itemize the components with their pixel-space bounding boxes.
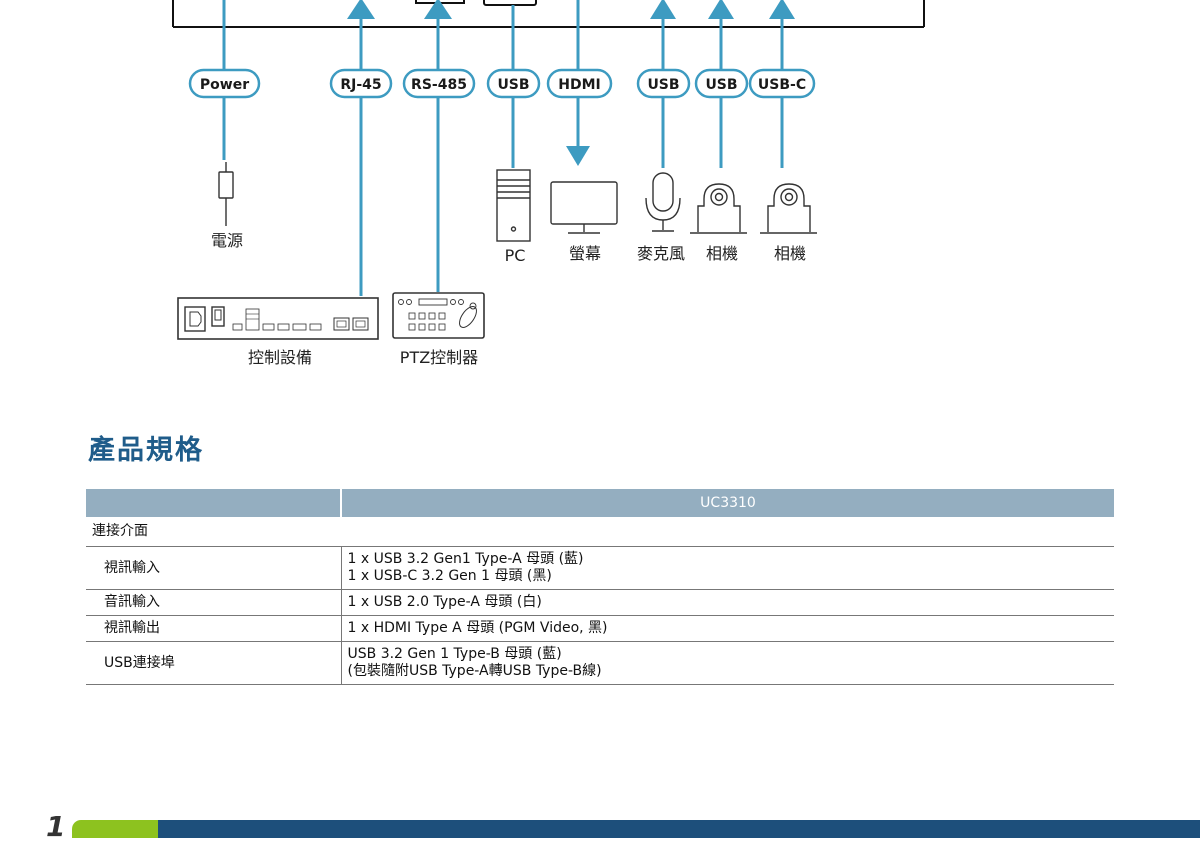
ptz-controller-label: PTZ控制器 (400, 348, 478, 367)
section-title: 產品規格 (88, 435, 204, 466)
table-row: 視訊輸出 1 x HDMI Type A 母頭 (PGM Video, 黑) (86, 615, 1114, 642)
row-value: USB 3.2 Gen 1 Type-B 母頭 (藍) (包裝隨附USB Typ… (340, 641, 1114, 685)
table-section-row: 連接介面 (86, 517, 1114, 547)
table-header-blank (86, 489, 342, 517)
svg-text:USB-C: USB-C (758, 77, 806, 93)
table-header-model: UC3310 (341, 489, 1114, 517)
port-label-usbc-camera: USB-C (748, 68, 816, 99)
row-value-line: (包裝隨附USB Type-A轉USB Type-B線) (347, 663, 602, 679)
svg-text:USB: USB (647, 77, 679, 93)
row-value-line: 1 x HDMI Type A 母頭 (PGM Video, 黑) (347, 620, 608, 636)
row-value-line: 1 x USB-C 3.2 Gen 1 母頭 (黑) (347, 568, 552, 584)
connector-line-rs485 (424, 0, 452, 292)
pc-label: PC (505, 246, 526, 265)
row-value: 1 x USB 2.0 Type-A 母頭 (白) (340, 589, 1114, 616)
row-value: 1 x HDMI Type A 母頭 (PGM Video, 黑) (340, 615, 1114, 642)
power-plug-icon (218, 162, 234, 226)
port-label-power: Power (188, 68, 261, 99)
spec-table: UC3310 連接介面 視訊輸入 1 x USB 3.2 Gen1 Type-A… (86, 489, 1114, 685)
control-device-icon (177, 297, 379, 340)
connector-line-rj45 (347, 0, 375, 296)
microphone-icon (645, 172, 681, 232)
pc-tower-icon (496, 169, 531, 242)
port-label-rs485: RS-485 (402, 68, 476, 99)
connector-line-usb-camera (708, 0, 734, 168)
row-value-line: 1 x USB 2.0 Type-A 母頭 (白) (347, 594, 542, 610)
connector-line-usb-mic (650, 0, 676, 168)
svg-text:RJ-45: RJ-45 (340, 77, 381, 93)
row-value: 1 x USB 3.2 Gen1 Type-A 母頭 (藍) 1 x USB-C… (340, 546, 1114, 590)
section-label: 連接介面 (86, 517, 1114, 547)
svg-text:Power: Power (200, 77, 249, 93)
table-header-row: UC3310 (86, 489, 1114, 517)
row-label: 視訊輸出 (86, 615, 341, 642)
row-label: 視訊輸入 (86, 546, 341, 590)
monitor-label: 螢幕 (569, 244, 601, 263)
camera-icon-2 (760, 183, 817, 234)
power-label: 電源 (211, 231, 243, 250)
monitor-icon (550, 181, 618, 234)
row-value-line: 1 x USB 3.2 Gen1 Type-A 母頭 (藍) (347, 551, 584, 567)
device-outline (172, 0, 925, 28)
port-label-usb-mic: USB (636, 68, 691, 99)
camera-icon-1 (690, 183, 747, 234)
svg-text:HDMI: HDMI (558, 77, 600, 93)
svg-text:USB: USB (497, 77, 529, 93)
footer-accent-bar (72, 820, 158, 838)
connector-line-hdmi (566, 0, 590, 166)
svg-text:RS-485: RS-485 (411, 77, 467, 93)
table-row: 視訊輸入 1 x USB 3.2 Gen1 Type-A 母頭 (藍) 1 x … (86, 546, 1114, 590)
connector-line-usbc-camera (769, 0, 795, 168)
row-value-line: USB 3.2 Gen 1 Type-B 母頭 (藍) (347, 646, 562, 662)
ptz-controller-icon (392, 292, 485, 339)
control-device-label: 控制設備 (248, 348, 312, 367)
connection-diagram: Power RJ-45 RS-485 USB HDMI USB USB USB (172, 0, 925, 367)
port-label-usb-camera: USB (694, 68, 749, 99)
microphone-label: 麥克風 (637, 244, 685, 263)
port-label-rj45: RJ-45 (329, 68, 393, 99)
table-row: USB連接埠 USB 3.2 Gen 1 Type-B 母頭 (藍) (包裝隨附… (86, 641, 1114, 685)
page-number: 1 (46, 810, 66, 843)
port-label-usb-pc: USB (486, 68, 541, 99)
table-row: 音訊輸入 1 x USB 2.0 Type-A 母頭 (白) (86, 589, 1114, 616)
svg-text:USB: USB (705, 77, 737, 93)
camera-label-1: 相機 (706, 244, 738, 263)
port-label-hdmi: HDMI (546, 68, 613, 99)
footer-bar (158, 820, 1200, 838)
row-label: 音訊輸入 (86, 589, 341, 616)
camera-label-2: 相機 (774, 244, 806, 263)
row-label: USB連接埠 (86, 641, 341, 685)
